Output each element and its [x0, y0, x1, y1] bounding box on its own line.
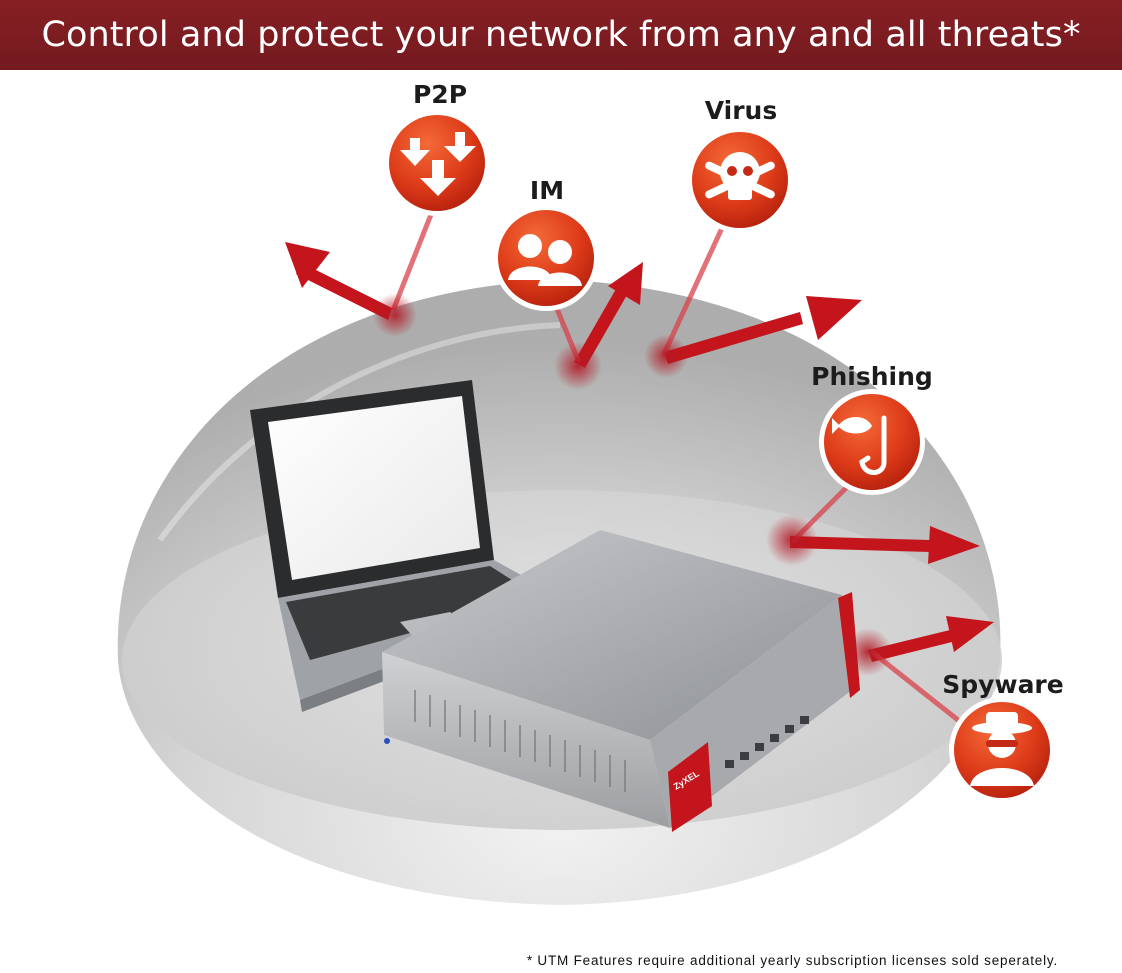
phishing-icon-group — [819, 389, 925, 495]
header-banner: Control and protect your network from an… — [0, 0, 1122, 70]
spy-icon — [970, 712, 1034, 786]
footnote: * UTM Features require additional yearly… — [526, 953, 1058, 968]
banner-title: Control and protect your network from an… — [41, 15, 1081, 55]
utm-firewall-device: ZyXEL — [382, 530, 860, 832]
threat-label-phishing: Phishing — [811, 362, 933, 391]
download-arrows-icon — [400, 132, 476, 196]
impact-bursts — [373, 293, 892, 676]
spyware-icon-group — [949, 697, 1055, 803]
threat-label-im: IM — [529, 176, 565, 205]
threat-label-p2p: P2P — [412, 80, 468, 109]
users-icon — [508, 234, 582, 286]
skull-crossbones-icon — [705, 152, 775, 200]
threat-label-spyware: Spyware — [942, 670, 1064, 699]
im-icon-group — [493, 205, 599, 311]
network-protection-illustration: ZyXEL — [117, 110, 1055, 905]
threat-label-virus: Virus — [704, 96, 778, 125]
fish-hook-icon — [832, 415, 887, 475]
p2p-icon-group — [384, 110, 490, 216]
virus-icon-group — [687, 127, 793, 233]
